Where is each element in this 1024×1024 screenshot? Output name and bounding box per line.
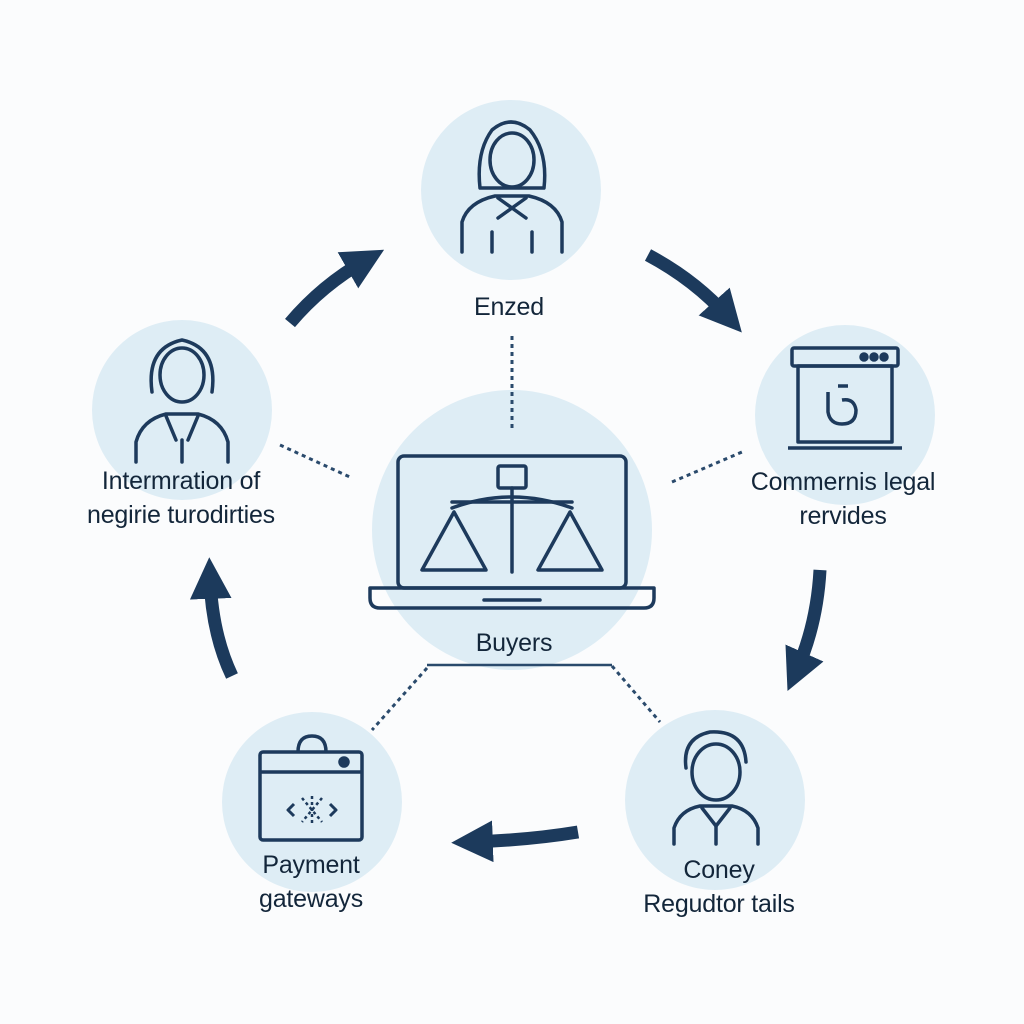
right-node-label-line-1: Commernis legal: [750, 468, 936, 496]
left-node-label-line-1: Intermration of: [101, 467, 261, 495]
arrow-bottom-right-to-bottom-left: [451, 820, 580, 863]
bottom-right-node-label-line-1: Coney: [683, 856, 755, 884]
arrow-right-to-bottom-right: [785, 569, 827, 691]
right-node-circle: [755, 325, 935, 505]
woman-icon: [460, 120, 564, 254]
bottom-left-node-label-line-2: gateways: [258, 885, 364, 913]
connector-right: [671, 450, 743, 484]
cycle-arrows: [189, 249, 827, 863]
connector-bottom-left: [370, 667, 429, 731]
laptop-scales-icon: [368, 454, 656, 610]
left-node-label-line-2: negirie turodirties: [87, 501, 275, 529]
connector-left: [279, 443, 353, 480]
arrow-bottom-left-to-left: [189, 557, 238, 679]
arrow-left-to-top: [285, 249, 385, 328]
left-node-label: Intermration of negirie turodirties: [87, 464, 275, 532]
payment-terminal-icon: [258, 734, 364, 842]
businesswoman-icon: [134, 338, 230, 464]
man-icon: [672, 730, 760, 846]
bottom-left-node-label: Payment gateways: [259, 848, 363, 916]
center-node-label-line-1: Buyers: [475, 629, 553, 657]
connectors: [279, 336, 743, 731]
right-node-label-line-2: rervides: [799, 502, 887, 530]
bottom-right-node-label-line-2: Regudtor tails: [643, 890, 795, 918]
bottom-left-node-label-line-1: Payment: [262, 851, 360, 879]
browser-window-icon: [788, 346, 902, 450]
top-node-label: Enzed: [474, 290, 544, 324]
right-node-label: Commernis legal rervides: [751, 465, 936, 533]
connector-bottom-right: [610, 665, 662, 723]
bottom-right-node-label: Coney Regudtor tails: [643, 853, 795, 921]
top-node-circle: [421, 100, 601, 280]
top-node-label-line-1: Enzed: [474, 293, 544, 321]
center-node-label: Buyers: [476, 626, 553, 660]
arrow-top-to-right: [644, 249, 742, 333]
